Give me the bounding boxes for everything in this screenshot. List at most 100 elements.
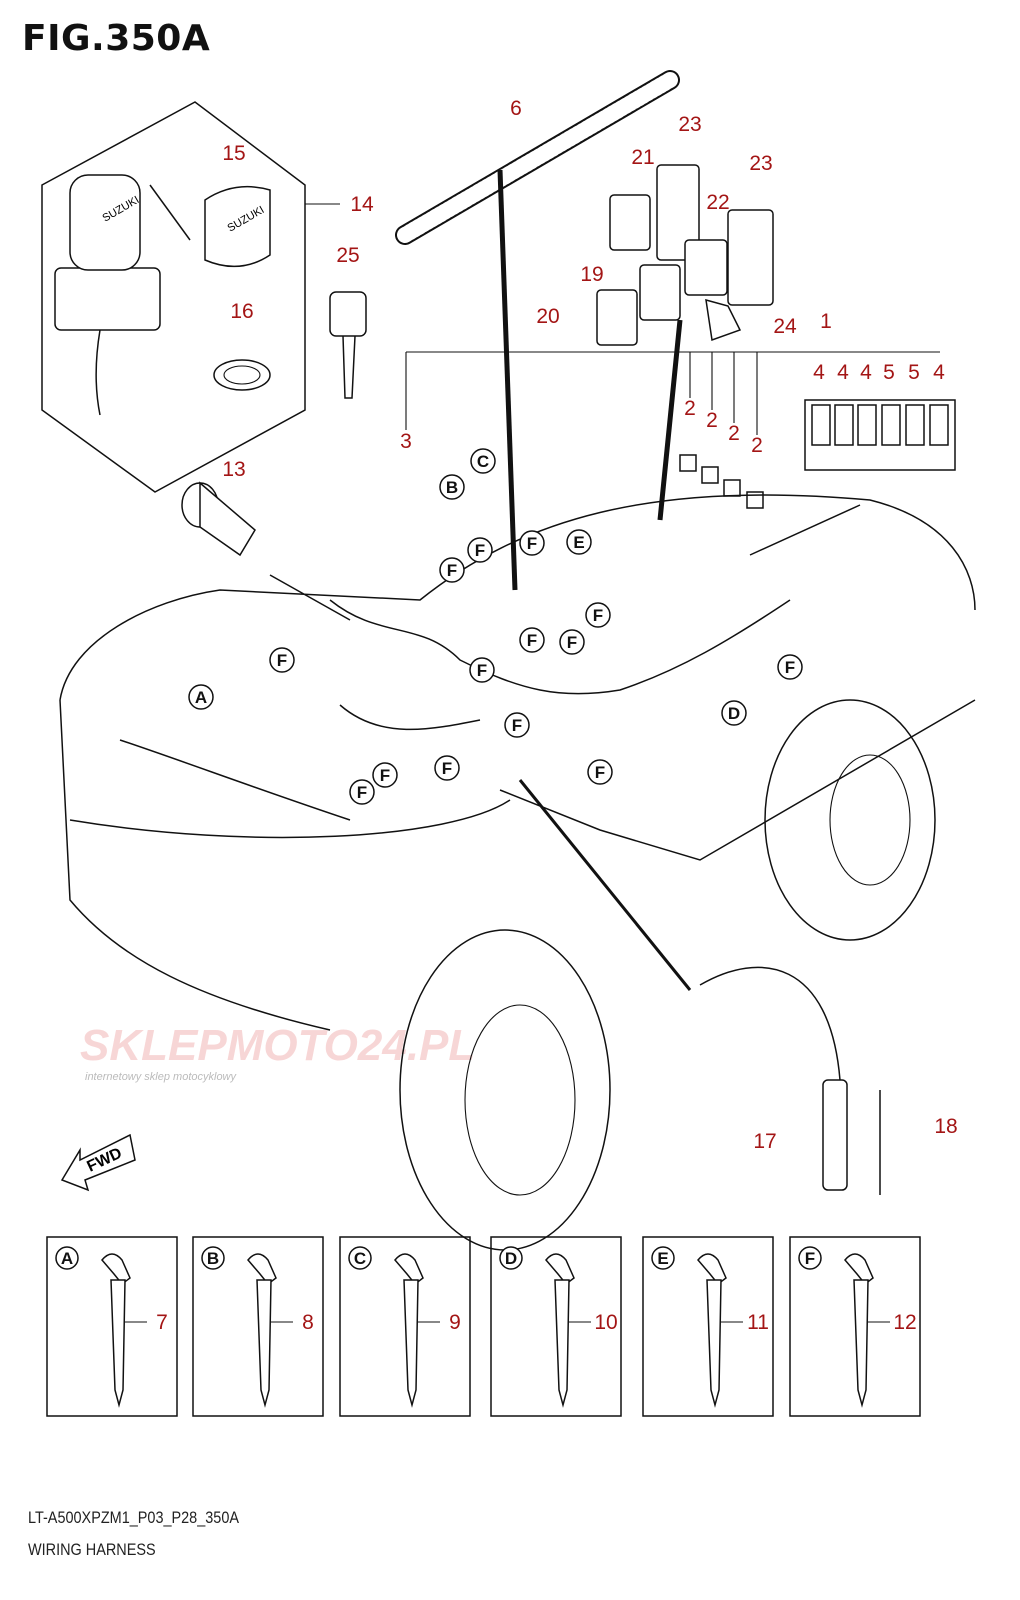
letter-text: F: [785, 658, 795, 677]
callout-20: 20: [536, 305, 559, 328]
box-letter: C: [354, 1249, 366, 1268]
letter-text: F: [567, 633, 577, 652]
box-letter: D: [505, 1249, 517, 1268]
accessory-socket: [181, 481, 256, 557]
detail-box-f: F 12: [789, 1236, 921, 1417]
letter-text: F: [475, 541, 485, 560]
letter-marker-f: F: [434, 755, 460, 781]
detail-box-e: E 11: [642, 1236, 774, 1417]
box-letter: A: [61, 1249, 73, 1268]
callout-16: 16: [230, 300, 253, 323]
letter-marker-f: F: [519, 627, 545, 653]
callout-14: 14: [350, 193, 374, 216]
letter-text: F: [277, 651, 287, 670]
letter-marker-f: F: [467, 537, 493, 563]
corrugated-tube: [395, 70, 680, 245]
letter-marker-d: D: [721, 700, 747, 726]
box-letter: E: [657, 1249, 668, 1268]
letter-text: F: [527, 631, 537, 650]
callout-4: 4: [933, 361, 945, 384]
callout-17: 17: [753, 1130, 776, 1153]
box-letter: B: [207, 1249, 219, 1268]
letter-marker-f: F: [504, 712, 530, 738]
callout-2: 2: [751, 434, 763, 457]
letter-marker-c: C: [470, 448, 496, 474]
detail-box-b: B8: [192, 1236, 324, 1417]
callout-2: 2: [706, 409, 718, 432]
callout-21: 21: [631, 146, 654, 169]
letter-marker-f: F: [349, 779, 375, 805]
ignition-switch-group: SUZUKI SUZUKI: [41, 101, 340, 493]
letter-marker-f: F: [585, 602, 611, 628]
letter-marker-f: F: [372, 762, 398, 788]
letter-text: F: [442, 759, 452, 778]
callout-18: 18: [934, 1115, 957, 1138]
callout-25: 25: [336, 244, 359, 267]
detail-box-c: C9: [339, 1236, 471, 1417]
callout-11: 11: [747, 1311, 769, 1334]
letter-text: A: [195, 688, 207, 707]
letter-marker-f: F: [439, 557, 465, 583]
callout-4: 4: [837, 361, 849, 384]
callout-13: 13: [222, 458, 245, 481]
letter-text: E: [573, 533, 584, 552]
callout-2: 2: [684, 397, 696, 420]
watermark-text: SKLEPMOTO24.PL: [80, 1021, 475, 1070]
letter-marker-f: F: [587, 759, 613, 785]
letter-text: F: [447, 561, 457, 580]
letter-text: F: [477, 661, 487, 680]
relays: [596, 164, 774, 346]
callout-2: 2: [728, 422, 740, 445]
letter-text: B: [446, 478, 458, 497]
letter-marker-f: F: [269, 647, 295, 673]
callout-1: 1: [820, 310, 832, 333]
detail-box-d: D 10: [490, 1236, 622, 1417]
callout-19: 19: [580, 263, 603, 286]
callout-24: 24: [773, 315, 797, 338]
detail-box-a: A7: [46, 1236, 178, 1417]
watermark-subtitle: internetowy sklep motocyklowy: [85, 1071, 238, 1083]
callout-9: 9: [449, 1311, 461, 1334]
watermark: SKLEPMOTO24.PL internetowy sklep motocyk…: [80, 1021, 475, 1083]
figure-title: FIG.350A: [22, 18, 211, 59]
callout-23: 23: [749, 152, 772, 175]
callout-4: 4: [860, 361, 872, 384]
callout-5: 5: [883, 361, 895, 384]
letter-text: F: [595, 763, 605, 782]
callout-23: 23: [678, 113, 701, 136]
letter-text: F: [357, 783, 367, 802]
letter-marker-f: F: [559, 629, 585, 655]
callout-15: 15: [222, 142, 245, 165]
letter-marker-f: F: [519, 530, 545, 556]
callout-22: 22: [706, 191, 729, 214]
letter-text: C: [477, 452, 489, 471]
fuse-box: [405, 351, 956, 509]
box-letter: F: [805, 1249, 815, 1268]
callout-5: 5: [908, 361, 920, 384]
figure-code: LT-A500XPZM1_P03_P28_350A: [28, 1508, 240, 1527]
forward-arrow: FWD: [60, 1133, 136, 1192]
callout-10: 10: [594, 1311, 617, 1334]
letter-text: F: [380, 766, 390, 785]
callout-6: 6: [510, 97, 522, 120]
callout-8: 8: [302, 1311, 314, 1334]
letter-marker-f: F: [469, 657, 495, 683]
letter-text: D: [728, 704, 740, 723]
figure-name: WIRING HARNESS: [28, 1540, 156, 1559]
spare-key: [329, 291, 367, 399]
letter-text: F: [512, 716, 522, 735]
letter-marker-b: B: [439, 474, 465, 500]
callout-7: 7: [156, 1311, 168, 1334]
letter-text: F: [593, 606, 603, 625]
letter-marker-a: A: [188, 684, 214, 710]
atv-body-outline: [59, 169, 976, 1251]
callout-3: 3: [400, 430, 412, 453]
callout-4: 4: [813, 361, 825, 384]
letter-text: F: [527, 534, 537, 553]
callout-12: 12: [893, 1311, 916, 1334]
letter-marker-e: E: [566, 529, 592, 555]
